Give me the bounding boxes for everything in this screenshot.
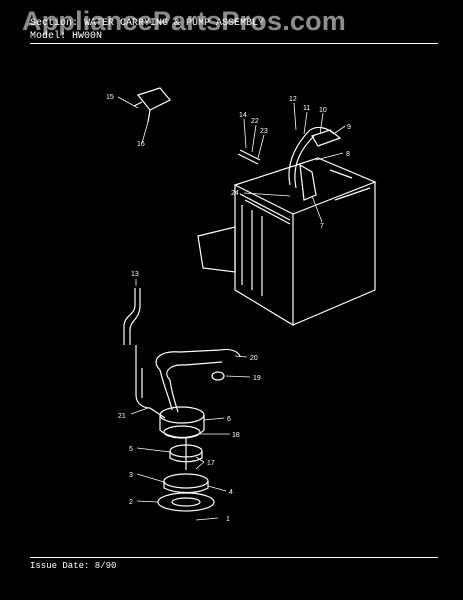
- pump-pulley: [169, 438, 203, 470]
- callout-23: 23: [260, 128, 268, 135]
- callout-10: 10: [319, 107, 327, 114]
- callout-11: 11: [303, 105, 310, 112]
- callout-21: 21: [118, 413, 126, 420]
- hose-clip-assembly: [133, 87, 171, 123]
- pump-hose: [155, 348, 241, 413]
- header-rule: [30, 43, 438, 44]
- fill-hose-assembly: [237, 126, 342, 201]
- callout-19: 19: [253, 375, 261, 382]
- watermark: AppliancePartsPros.com: [22, 6, 347, 36]
- callout-16: 16: [137, 141, 145, 148]
- footer-rule: [30, 557, 438, 558]
- mounting-plate: [157, 473, 215, 512]
- issue-date: Issue Date: 8/90: [30, 561, 117, 571]
- callout-14: 14: [239, 112, 247, 119]
- callout-4: 4: [229, 489, 233, 496]
- callout-labels: 1 2 3 4 5 6 7 8 9 10 11 12 13 14 15 16 1…: [106, 94, 351, 523]
- callout-8: 8: [346, 151, 350, 158]
- callout-12: 12: [289, 96, 297, 103]
- callout-15: 15: [106, 94, 114, 101]
- callout-13: 13: [131, 271, 139, 278]
- callout-5: 5: [129, 446, 133, 453]
- callout-17: 17: [207, 460, 215, 467]
- leader-lines: [117, 96, 346, 521]
- callout-6: 6: [227, 416, 231, 423]
- callout-18: 18: [232, 432, 240, 439]
- callout-7: 7: [320, 223, 324, 230]
- model-title: Model: HW00N: [30, 31, 103, 42]
- water-pump: [149, 406, 205, 439]
- section-title: Section: WATER CARRYING & PUMP ASSEMBLY: [30, 18, 265, 29]
- callout-24: 24: [231, 190, 239, 197]
- callout-22: 22: [251, 118, 259, 125]
- callout-3: 3: [129, 472, 133, 479]
- callout-1: 1: [226, 516, 230, 523]
- drain-hose: [123, 288, 151, 409]
- callout-20: 20: [250, 355, 258, 362]
- callout-2: 2: [129, 499, 133, 506]
- washer-cabinet: [197, 157, 377, 327]
- callout-9: 9: [347, 124, 351, 131]
